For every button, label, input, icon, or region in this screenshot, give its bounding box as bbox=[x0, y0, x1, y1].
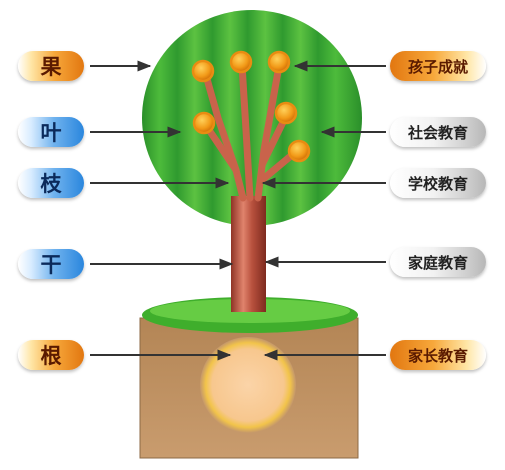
right-arrows bbox=[261, 60, 386, 361]
label-family-education: 家庭教育 bbox=[390, 247, 486, 277]
label-branch: 枝 bbox=[18, 168, 84, 198]
label-trunk: 干 bbox=[18, 249, 84, 279]
label-child-success: 孩子成就 bbox=[390, 51, 486, 81]
fruit bbox=[267, 50, 291, 74]
tree-branches bbox=[201, 61, 302, 202]
label-parent-education: 家长教育 bbox=[390, 340, 486, 370]
fruit bbox=[192, 111, 216, 135]
fruit bbox=[191, 59, 215, 83]
fruit bbox=[274, 101, 298, 125]
label-root: 根 bbox=[18, 340, 84, 370]
fruit bbox=[287, 139, 311, 163]
label-social-education: 社会教育 bbox=[390, 117, 486, 147]
left-arrows bbox=[90, 60, 234, 361]
fruits bbox=[191, 50, 311, 163]
label-fruit: 果 bbox=[18, 51, 84, 81]
label-leaf: 叶 bbox=[18, 117, 84, 147]
fruit bbox=[229, 50, 253, 74]
label-school-education: 学校教育 bbox=[390, 168, 486, 198]
root-glow bbox=[200, 337, 296, 433]
tree-trunk bbox=[231, 196, 266, 312]
